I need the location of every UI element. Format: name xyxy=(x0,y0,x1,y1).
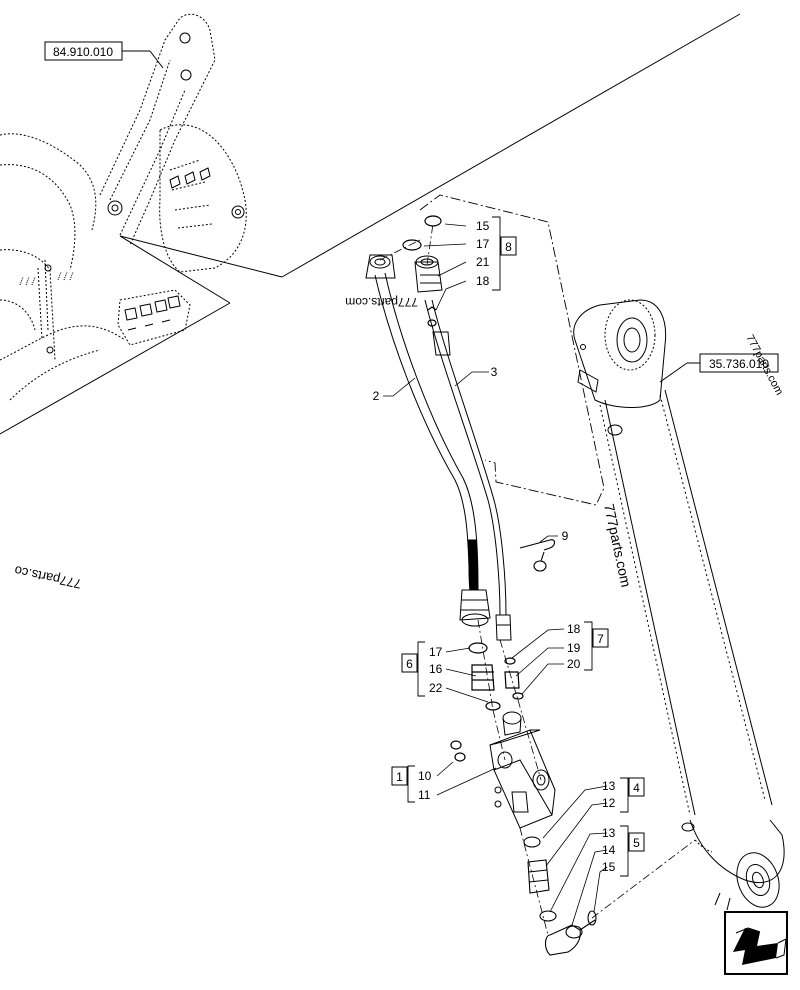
machine-overview xyxy=(0,13,247,401)
svg-text:1: 1 xyxy=(396,770,403,784)
ref-box-cylinder[interactable]: 35.736.010 xyxy=(659,353,779,383)
callout-19: 19 xyxy=(567,641,581,655)
group-label-5[interactable]: 5 xyxy=(628,832,645,852)
leader-lines xyxy=(383,223,608,926)
callout-10: 10 xyxy=(418,769,432,783)
group-label-6[interactable]: 6 xyxy=(401,653,418,673)
group-brackets xyxy=(407,216,629,877)
inset-frame xyxy=(0,13,741,435)
group-label-4[interactable]: 4 xyxy=(628,777,645,797)
kit-8-parts xyxy=(402,215,442,327)
callout-3: 3 xyxy=(491,365,498,379)
callout-numbers: 2 3 9 15 17 21 18 18 19 20 17 16 22 10 1… xyxy=(373,219,616,874)
valve-block xyxy=(489,711,556,829)
hydraulic-cylinder xyxy=(573,299,785,911)
svg-text:7: 7 xyxy=(597,632,604,646)
callout-22: 22 xyxy=(429,681,443,695)
ref-box-loader-arm[interactable]: 84.910.010 xyxy=(44,41,164,69)
callout-15-top: 15 xyxy=(476,219,490,233)
svg-text:6: 6 xyxy=(406,657,413,671)
back-arrow-icon xyxy=(733,927,787,965)
callout-12: 12 xyxy=(602,796,616,810)
watermark-4: 777parts.com xyxy=(601,502,634,588)
watermarks: 777parts.com 777parts.com 777parts.co 77… xyxy=(13,295,785,592)
ref-label-cylinder: 35.736.010 xyxy=(709,357,769,371)
assembly-lines xyxy=(379,223,696,936)
svg-text:8: 8 xyxy=(505,240,512,254)
svg-text:4: 4 xyxy=(633,781,640,795)
pin-part-9 xyxy=(519,539,556,572)
watermark-3: 777parts.co xyxy=(13,563,83,592)
group-label-8[interactable]: 8 xyxy=(500,236,517,256)
callout-16: 16 xyxy=(429,662,443,676)
group-label-1[interactable]: 1 xyxy=(391,766,408,786)
callout-14: 14 xyxy=(602,843,616,857)
callout-18-kit7: 18 xyxy=(567,622,581,636)
callout-13-kit5: 13 xyxy=(602,826,616,840)
callout-17-top: 17 xyxy=(476,237,490,251)
hose-3 xyxy=(414,255,512,641)
callout-21: 21 xyxy=(476,255,490,269)
back-arrow-button[interactable] xyxy=(724,911,788,975)
ref-label-loader-arm: 84.910.010 xyxy=(53,45,113,59)
callout-18-top: 18 xyxy=(476,274,490,288)
fittings-kit-4-5 xyxy=(523,836,597,956)
callout-2: 2 xyxy=(373,389,380,403)
callout-13-kit4: 13 xyxy=(602,779,616,793)
hose-2 xyxy=(365,254,491,627)
callout-11: 11 xyxy=(418,788,431,802)
svg-text:5: 5 xyxy=(633,836,640,850)
watermark-1: 777parts.com xyxy=(345,295,418,309)
callout-20: 20 xyxy=(567,657,581,671)
kit-8-outline xyxy=(419,194,605,506)
callout-17-kit6: 17 xyxy=(429,645,443,659)
callout-9: 9 xyxy=(562,529,569,543)
group-label-7[interactable]: 7 xyxy=(592,628,609,648)
callout-15-kit5: 15 xyxy=(602,860,616,874)
